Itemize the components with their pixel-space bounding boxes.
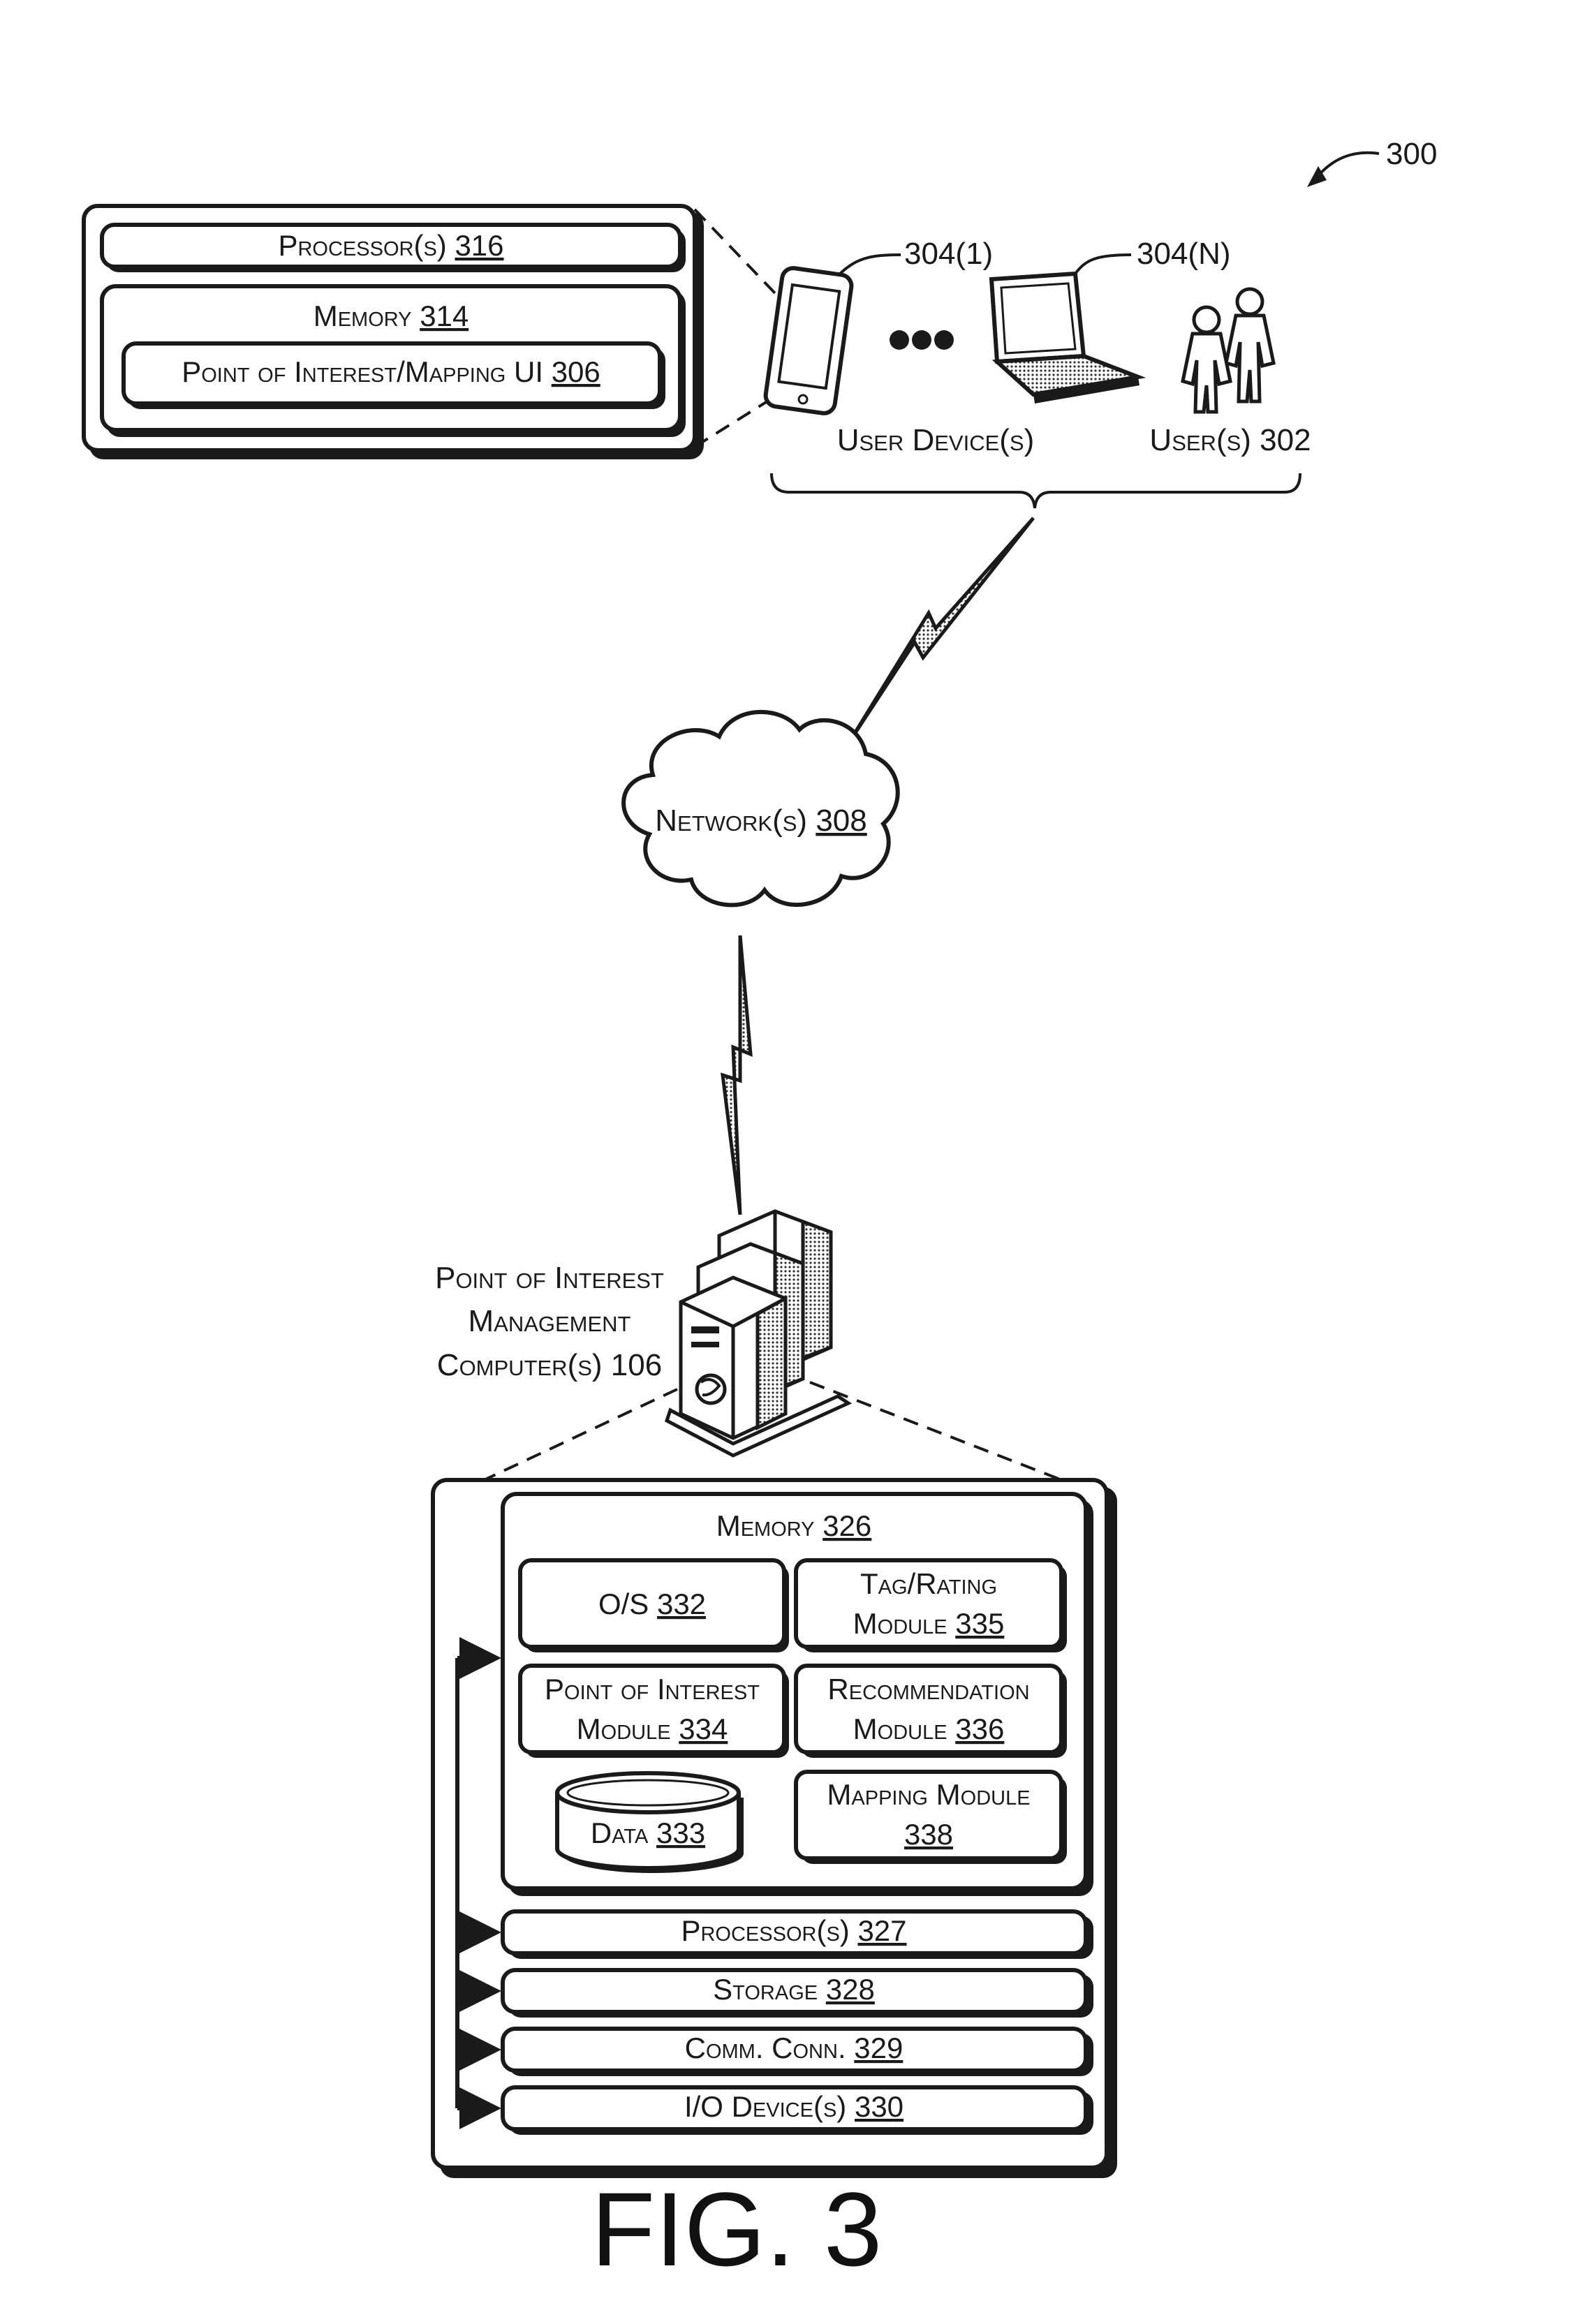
svg-text:O/S 332: O/S 332 <box>598 1587 706 1620</box>
figure-ref-300: 300 <box>1307 137 1437 187</box>
callout-line-bottom <box>695 397 775 447</box>
svg-text:Network(s) 308: Network(s) 308 <box>655 804 866 838</box>
svg-text:Module 334: Module 334 <box>577 1712 728 1745</box>
svg-text:Point of Interest: Point of Interest <box>545 1673 760 1705</box>
poi-module-box: Point of Interest Module 334 <box>520 1666 789 1758</box>
svg-text:Module 335: Module 335 <box>853 1607 1005 1640</box>
svg-text:Processor(s) 316: Processor(s) 316 <box>278 229 503 262</box>
client-memory-box: Memory 314 Point of Interest/Mapping UI … <box>102 286 686 437</box>
os-box: O/S 332 <box>520 1560 789 1652</box>
server-io-bar: I/O Device(s) 330 <box>503 2087 1093 2135</box>
server-comm-bar: Comm. Conn. 329 <box>503 2029 1093 2076</box>
server-processor-bar: Processor(s) 327 <box>503 1911 1093 1959</box>
svg-text:Tag/Rating: Tag/Rating <box>860 1567 997 1600</box>
users-label: User(s) 302 <box>1149 423 1311 457</box>
devices-label: User Device(s) <box>837 423 1035 457</box>
svg-text:Management: Management <box>468 1304 630 1338</box>
network-cloud: Network(s) 308 <box>624 712 898 905</box>
client-ui-box: Point of Interest/Mapping UI 306 <box>124 343 665 409</box>
svg-text:Memory 326: Memory 326 <box>716 1509 872 1542</box>
data-cylinder: Data 333 <box>557 1773 744 1873</box>
figure-caption: FIG. 3 <box>591 2170 883 2288</box>
svg-text:Point of Interest/Mapping UI 3: Point of Interest/Mapping UI 306 <box>182 355 600 388</box>
wireless-link-top <box>848 518 1033 743</box>
svg-text:Memory 314: Memory 314 <box>314 299 469 332</box>
svg-text:Module 336: Module 336 <box>853 1712 1005 1745</box>
svg-text:338: 338 <box>904 1818 953 1851</box>
svg-text:304(N): 304(N) <box>1137 237 1231 271</box>
server-icon <box>667 1211 848 1456</box>
wireless-link-bottom <box>723 935 751 1215</box>
svg-text:I/O Device(s) 330: I/O Device(s) 330 <box>684 2090 903 2123</box>
mapping-module-box: Mapping Module 338 <box>796 1772 1067 1864</box>
svg-text:Comm. Conn. 329: Comm. Conn. 329 <box>685 2031 903 2064</box>
ellipsis-icon <box>890 330 954 350</box>
deviceN-ref: 304(N) <box>1075 237 1231 274</box>
svg-text:Point of Interest: Point of Interest <box>435 1261 664 1295</box>
svg-text:Recommendation: Recommendation <box>827 1673 1029 1705</box>
server-label: Point of Interest Management Computer(s)… <box>435 1261 664 1382</box>
svg-text:Processor(s) 327: Processor(s) 327 <box>681 1914 906 1947</box>
devices-bracket <box>772 473 1300 508</box>
svg-text:300: 300 <box>1386 137 1437 171</box>
client-device-detail: Processor(s) 316 Memory 314 Point of Int… <box>84 206 704 459</box>
device1-ref: 304(1) <box>838 237 993 276</box>
tag-rating-module-box: Tag/Rating Module 335 <box>796 1560 1067 1652</box>
svg-text:Computer(s) 106: Computer(s) 106 <box>437 1348 662 1382</box>
laptop-icon <box>991 274 1139 404</box>
server-memory-box: Memory 326 O/S 332 Tag/Rating Module 335 <box>503 1494 1093 1896</box>
svg-text:Data 333: Data 333 <box>591 1816 705 1849</box>
server-storage-bar: Storage 328 <box>503 1970 1093 2018</box>
client-processor-box: Processor(s) 316 <box>102 225 686 272</box>
svg-text:Mapping Module: Mapping Module <box>827 1778 1030 1811</box>
svg-text:Storage 328: Storage 328 <box>713 1973 875 2006</box>
users-icon <box>1183 289 1274 412</box>
server-detail: Memory 326 O/S 332 Tag/Rating Module 335 <box>433 1480 1117 2178</box>
callout-line-top <box>695 209 775 293</box>
recommendation-module-box: Recommendation Module 336 <box>796 1666 1067 1758</box>
svg-text:304(1): 304(1) <box>904 237 993 271</box>
tablet-icon <box>765 267 853 415</box>
